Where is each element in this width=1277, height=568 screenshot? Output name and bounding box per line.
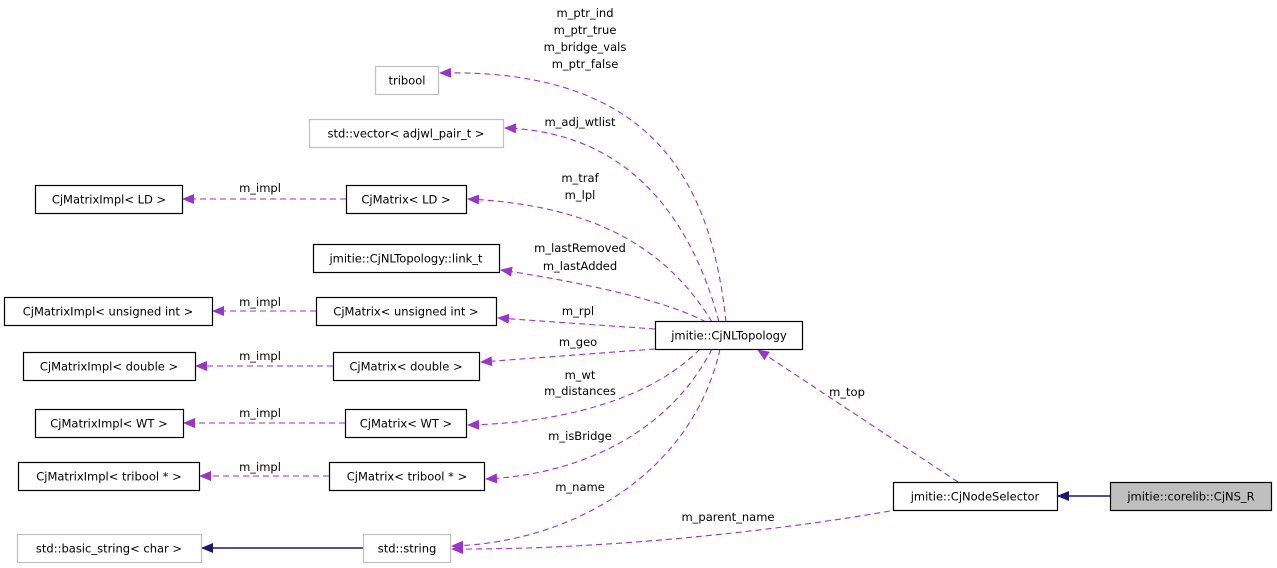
- edge-label: m_ptr_ind: [556, 6, 613, 20]
- node-current: jmitie::corelib::CjNS_R: [1109, 481, 1273, 512]
- edge-label: m_adj_wtlist: [544, 115, 616, 129]
- node-label: std::basic_string< char >: [36, 542, 182, 556]
- edge-parent-name: [451, 510, 891, 555]
- edge-string-name: [451, 348, 721, 551]
- edge-labels: m_ptr_ind m_ptr_true m_bridge_vals m_ptr…: [239, 6, 865, 524]
- node-node-selector[interactable]: jmitie::CjNodeSelector: [892, 481, 1059, 512]
- node-string[interactable]: std::string: [362, 533, 452, 564]
- edge-label: m_ptr_true: [554, 23, 617, 37]
- node-label: CjMatrix< double >: [349, 360, 462, 374]
- node-label: std::string: [378, 542, 437, 556]
- edge-label: m_bridge_vals: [544, 40, 627, 54]
- node-matrix-ld[interactable]: CjMatrix< LD >: [345, 184, 468, 215]
- node-label: jmitie::CjNodeSelector: [910, 490, 1040, 504]
- node-label: CjMatrixImpl< LD >: [52, 193, 166, 207]
- edge-matrix-wt: [467, 348, 701, 430]
- edge-label: m_isBridge: [548, 429, 612, 443]
- node-matrix-tribool[interactable]: CjMatrix< tribool * >: [328, 461, 486, 492]
- node-label: CjMatrix< WT >: [360, 417, 452, 431]
- node-label: CjMatrixImpl< tribool * >: [36, 470, 182, 484]
- node-label: CjMatrix< tribool * >: [347, 470, 467, 484]
- node-label: CjMatrixImpl< WT >: [50, 417, 168, 431]
- edge-label: m_ptr_false: [552, 57, 619, 71]
- edge-label: m_wt: [565, 368, 596, 382]
- edge-matrix-double: [480, 348, 656, 367]
- node-vector[interactable]: std::vector< adjwl_pair_t >: [308, 118, 505, 149]
- edge-label: m_lastAdded: [543, 259, 617, 273]
- edges: [182, 67, 1110, 555]
- node-label: CjMatrix< unsigned int >: [333, 305, 478, 319]
- edge-matrix-ld: [467, 194, 713, 323]
- edge-label: m_top: [829, 385, 865, 399]
- edge-label: m_rpl: [562, 304, 594, 318]
- node-impl-ld[interactable]: CjMatrixImpl< LD >: [34, 184, 184, 215]
- node-impl-wt[interactable]: CjMatrixImpl< WT >: [34, 408, 185, 439]
- node-tribool[interactable]: tribool: [374, 65, 440, 96]
- node-matrix-uint[interactable]: CjMatrix< unsigned int >: [315, 296, 498, 327]
- edge-tribool: [439, 67, 727, 323]
- edge-label: m_impl: [239, 460, 281, 474]
- edge-matrix-tribool: [485, 348, 713, 484]
- edge-label: m_impl: [239, 295, 281, 309]
- edge-label: m_impl: [239, 181, 281, 195]
- node-matrix-double[interactable]: CjMatrix< double >: [332, 351, 481, 382]
- node-basic-string[interactable]: std::basic_string< char >: [16, 533, 203, 564]
- edge-matrix-uint: [497, 313, 656, 330]
- edge-label: m_traf: [561, 171, 599, 185]
- node-impl-uint[interactable]: CjMatrixImpl< unsigned int >: [3, 296, 214, 327]
- edge-top: [757, 349, 959, 483]
- edge-label: m_distances: [544, 384, 616, 398]
- edge-label: m_impl: [239, 349, 281, 363]
- node-label: CjMatrixImpl< double >: [40, 360, 178, 374]
- node-link-t[interactable]: jmitie::CjNLTopology::link_t: [312, 243, 501, 274]
- node-label: tribool: [389, 74, 426, 88]
- node-label: jmitie::CjNLTopology: [670, 329, 787, 343]
- edge-link-t: [500, 266, 707, 323]
- edge-vector: [504, 123, 720, 323]
- node-label: CjMatrixImpl< unsigned int >: [23, 305, 193, 319]
- edge-label: m_parent_name: [681, 510, 774, 524]
- node-label: CjMatrix< LD >: [361, 193, 450, 207]
- node-label: jmitie::CjNLTopology::link_t: [328, 252, 483, 266]
- node-label: jmitie::corelib::CjNS_R: [1126, 490, 1254, 504]
- edge-label: m_lastRemoved: [534, 241, 626, 255]
- node-impl-double[interactable]: CjMatrixImpl< double >: [22, 351, 197, 382]
- edge-label: m_name: [555, 480, 605, 494]
- edge-label: m_lpl: [565, 188, 596, 202]
- node-matrix-wt[interactable]: CjMatrix< WT >: [344, 408, 468, 439]
- node-label: std::vector< adjwl_pair_t >: [327, 127, 484, 141]
- node-impl-tribool[interactable]: CjMatrixImpl< tribool * >: [17, 461, 201, 492]
- edge-label: m_geo: [559, 335, 597, 349]
- edge-label: m_impl: [239, 406, 281, 420]
- node-topology[interactable]: jmitie::CjNLTopology: [654, 320, 804, 351]
